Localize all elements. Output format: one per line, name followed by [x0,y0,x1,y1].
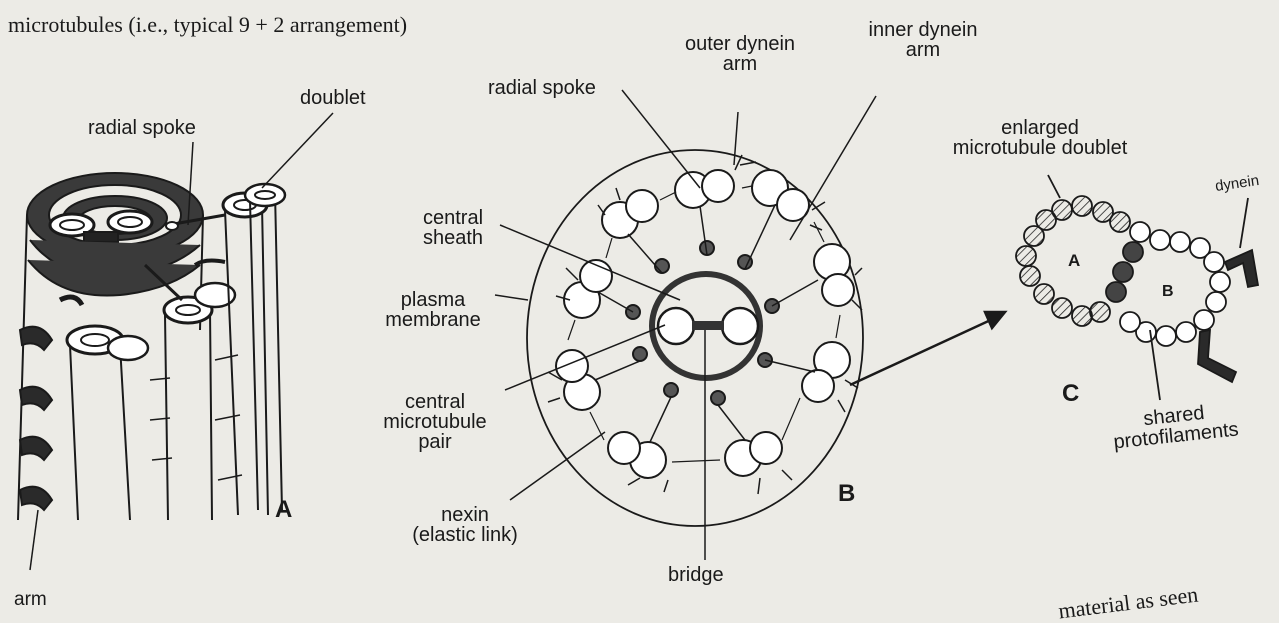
tubule-a-letter: A [1068,252,1080,269]
label-central-pair: central microtubule pair [375,392,495,452]
label-central-pair-line1: central [375,392,495,412]
figure-letter-b: B [838,482,855,506]
label-bridge: bridge [668,565,724,585]
label-plasma-membrane-line1: plasma [368,290,498,310]
figure-letter-c: C [1062,382,1079,406]
label-inner-dynein-line2: arm [838,40,1008,60]
label-enlarged-line1: enlarged [905,118,1175,138]
figure-letter-a: A [275,498,292,522]
label-nexin-line1: nexin [400,505,530,525]
label-nexin: nexin (elastic link) [400,505,530,545]
label-central-sheath-line1: central [408,208,498,228]
tubule-b-protofilaments [1120,222,1230,346]
label-radial-spoke-a: radial spoke [88,118,196,138]
label-enlarged-doublet: enlarged microtubule doublet [905,118,1175,158]
label-inner-dynein: inner dynein arm [838,20,1008,60]
label-central-sheath: central sheath [408,208,498,248]
label-plasma-membrane-line2: membrane [368,310,498,330]
label-enlarged-line2: microtubule doublet [905,138,1175,158]
dynein-arm-inner [1198,330,1236,382]
label-outer-dynein-line2: arm [660,54,820,74]
figure-b-cross-section [495,90,876,560]
label-arm-a: arm [14,590,47,609]
label-central-sheath-line2: sheath [408,228,498,248]
label-outer-dynein-line1: outer dynein [660,34,820,54]
label-inner-dynein-line1: inner dynein [838,20,1008,40]
label-doublet: doublet [300,88,366,108]
label-plasma-membrane: plasma membrane [368,290,498,330]
label-outer-dynein: outer dynein arm [660,34,820,74]
label-radial-spoke-b: radial spoke [488,78,596,98]
label-central-pair-line3: pair [375,432,495,452]
label-central-pair-line2: microtubule [375,412,495,432]
tubule-b-letter: B [1162,284,1174,300]
page-top-text: microtubules (i.e., typical 9 + 2 arrang… [8,14,407,36]
figure-c-doublet [1016,175,1258,400]
label-nexin-line2: (elastic link) [400,525,530,545]
arrow-to-enlarged [850,312,1005,385]
